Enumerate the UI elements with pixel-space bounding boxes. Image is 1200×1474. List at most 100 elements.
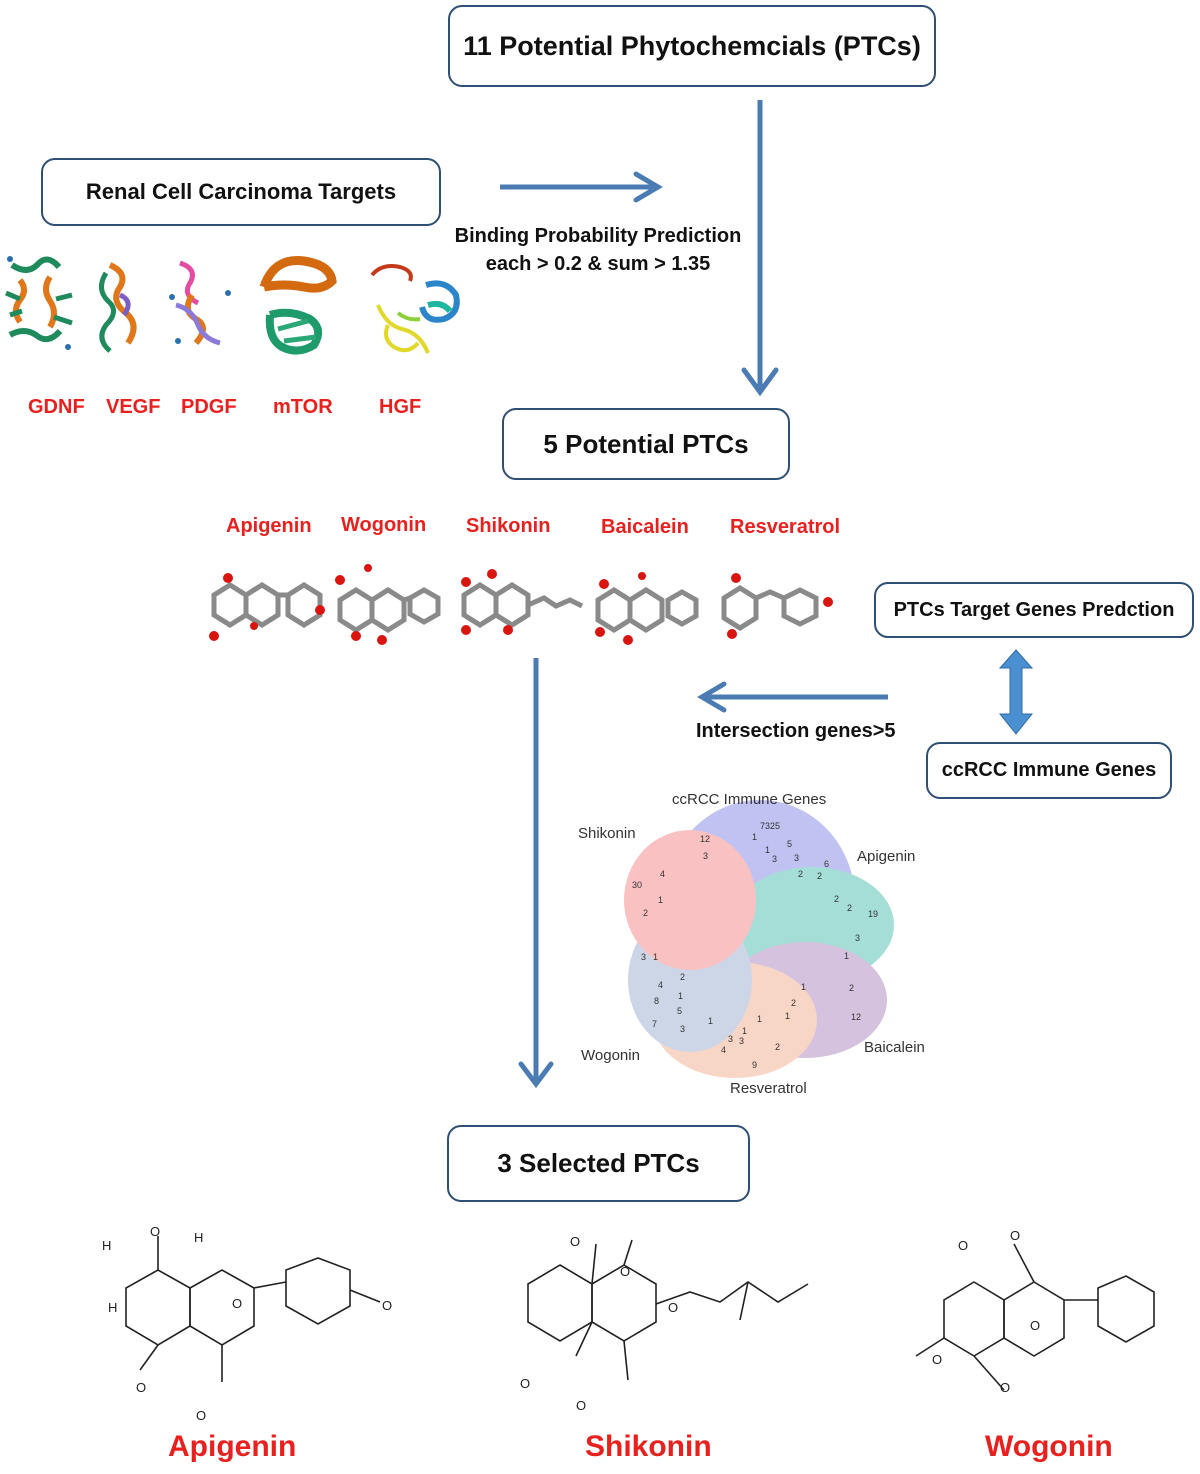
baicalein-oxygen-atom xyxy=(595,627,605,637)
venn-label-immune: ccRCC Immune Genes xyxy=(672,791,826,808)
shikonin-atom-label: O xyxy=(620,1264,630,1279)
double-arrow xyxy=(998,649,1034,735)
compound-label-wogonin: Wogonin xyxy=(341,514,427,536)
shikonin-atom-label: O xyxy=(570,1234,580,1249)
venn-unique-shikonin: 30 xyxy=(632,880,642,890)
vegf-structure-image xyxy=(99,262,137,353)
venn-count: 1 xyxy=(658,895,663,905)
shikonin-atom-label: O xyxy=(576,1398,586,1413)
compound-label-resveratrol: Resveratrol xyxy=(730,516,841,538)
venn-unique-apigenin: 19 xyxy=(868,909,878,919)
apigenin-atom-label: H xyxy=(194,1230,203,1245)
apigenin-atom-label: H xyxy=(102,1238,111,1253)
apigenin-skeletal-structure xyxy=(125,1236,381,1382)
venn-count: 3 xyxy=(739,1036,744,1046)
wogonin-atom-label: O xyxy=(1010,1228,1020,1243)
venn-count: 8 xyxy=(654,996,659,1006)
shikonin-oxygen-atom xyxy=(503,625,513,635)
venn-count: 1 xyxy=(801,982,806,992)
apigenin-oxygen-atom xyxy=(209,631,219,641)
venn-count: 3 xyxy=(728,1034,733,1044)
venn-set-immune xyxy=(665,800,855,1000)
venn-count: 6 xyxy=(824,859,829,869)
five-ptcs-label: 5 Potential PTCs xyxy=(543,428,749,459)
venn-count: 1 xyxy=(752,832,757,842)
intersection-text: Intersection genes>5 xyxy=(696,720,896,742)
target-prediction-box: PTCs Target Genes Predction xyxy=(874,582,1194,638)
apigenin-oxygen-atom xyxy=(223,573,233,583)
compound-label-baicalein: Baicalein xyxy=(601,516,689,538)
wogonin-atom-label: O xyxy=(958,1238,968,1253)
venn-count: 1 xyxy=(742,1026,747,1036)
arrow-head-five xyxy=(741,367,779,397)
venn-count: 3 xyxy=(703,851,708,861)
resveratrol-oxygen-atom xyxy=(727,629,737,639)
apigenin-atom-label: O xyxy=(150,1224,160,1239)
venn-count: 2 xyxy=(798,869,803,879)
venn-unique-immune: 7325 xyxy=(760,821,780,831)
pdgf-structure-image xyxy=(169,260,231,346)
venn-count: 1 xyxy=(708,1016,713,1026)
wogonin-atom-label: O xyxy=(1030,1318,1040,1333)
immune-genes-label: ccRCC Immune Genes xyxy=(941,759,1157,781)
wogonin-oxygen-atom xyxy=(335,575,345,585)
venn-count: 2 xyxy=(680,972,685,982)
venn-label-shikonin: Shikonin xyxy=(578,825,636,842)
venn-count: 3 xyxy=(641,952,646,962)
wogonin-ballstick-image xyxy=(337,587,441,633)
immune-genes-box: ccRCC Immune Genes xyxy=(926,742,1172,799)
venn-unique-baicalein: 12 xyxy=(851,1012,861,1022)
apigenin-atom-label: H xyxy=(108,1300,117,1315)
apigenin-atom-label: O xyxy=(196,1408,206,1423)
venn-count: 2 xyxy=(849,983,854,993)
venn-count: 1 xyxy=(844,951,849,961)
rcc-targets-label: Renal Cell Carcinoma Targets xyxy=(85,179,397,204)
venn-count: 5 xyxy=(787,839,792,849)
venn-set-shikonin xyxy=(624,830,756,970)
top-ptcs-box: 11 Potential Phytochemcials (PTCs) xyxy=(448,5,936,87)
venn-label-apigenin: Apigenin xyxy=(857,848,915,865)
protein-label-pdgf: PDGF xyxy=(181,396,237,418)
gdnf-structure-image xyxy=(5,256,73,350)
baicalein-oxygen-atom xyxy=(638,572,646,580)
venn-count: 3 xyxy=(794,853,799,863)
venn-count: 2 xyxy=(643,908,648,918)
venn-count: 1 xyxy=(678,991,683,1001)
selected-label-wogonin: Wogonin xyxy=(985,1430,1113,1463)
wogonin-atom-label: O xyxy=(932,1352,942,1367)
venn-count: 1 xyxy=(785,1011,790,1021)
arrow-head-selected xyxy=(518,1061,554,1089)
hgf-structure-image xyxy=(370,264,460,354)
protein-label-mtor: mTOR xyxy=(273,396,333,418)
shikonin-oxygen-atom xyxy=(487,569,497,579)
wogonin-oxygen-atom xyxy=(364,564,372,572)
venn-count: 4 xyxy=(660,869,665,879)
venn-count: 2 xyxy=(847,903,852,913)
apigenin-oxygen-atom xyxy=(315,605,325,615)
protein-label-vegf: VEGF xyxy=(106,396,161,418)
compound-label-apigenin: Apigenin xyxy=(226,515,312,537)
compound-label-shikonin: Shikonin xyxy=(466,515,551,537)
shikonin-oxygen-atom xyxy=(461,625,471,635)
wogonin-skeletal-structure xyxy=(915,1243,1155,1391)
shikonin-oxygen-atom xyxy=(461,577,471,587)
venn-label-baicalein: Baicalein xyxy=(864,1039,925,1056)
binding-line-2: each > 0.2 & sum > 1.35 xyxy=(485,253,711,275)
wogonin-atom-label: O xyxy=(1000,1380,1010,1395)
wogonin-oxygen-atom xyxy=(351,631,361,641)
shikonin-atom-label: O xyxy=(520,1376,530,1391)
venn-unique-wogonin: 7 xyxy=(652,1019,657,1029)
baicalein-ballstick-image xyxy=(595,587,699,633)
resveratrol-oxygen-atom xyxy=(823,597,833,607)
binding-probability-text: Binding Probability Prediction each > 0.… xyxy=(452,222,744,278)
venn-count: 3 xyxy=(772,854,777,864)
venn-count: 1 xyxy=(757,1014,762,1024)
apigenin-atom-label: O xyxy=(232,1296,242,1311)
resveratrol-ballstick-image xyxy=(721,585,819,631)
venn-label-wogonin: Wogonin xyxy=(581,1047,640,1064)
